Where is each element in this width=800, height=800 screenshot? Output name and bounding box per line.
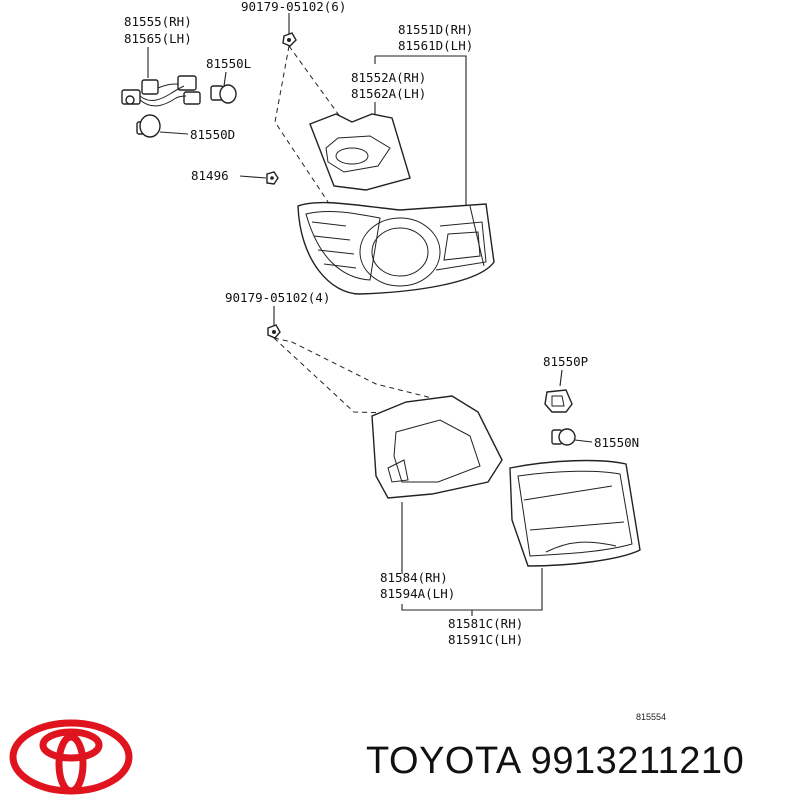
toyota-logo-icon <box>9 719 133 795</box>
label-lamp-inner-rh: 81581C(RH) <box>448 616 523 631</box>
outer-lamp-icon <box>297 201 495 295</box>
label-lamp-inner-lh: 81591C(LH) <box>448 632 523 647</box>
figure-code: 815554 <box>636 712 666 722</box>
label-screw-top: 90179-05102(6) <box>241 0 346 14</box>
bulb-l-icon <box>210 84 237 104</box>
label-gasket-outer-rh: 81552A(RH) <box>351 70 426 85</box>
inner-lamp-icon <box>509 459 641 567</box>
inner-gasket-icon <box>371 395 503 499</box>
bulb-d-icon <box>136 114 161 138</box>
label-lamp-outer-rh: 81551D(RH) <box>398 22 473 37</box>
label-socket-lh: 81565(LH) <box>124 31 192 46</box>
label-bulb-l: 81550L <box>206 56 251 71</box>
label-gasket-outer-lh: 81562A(LH) <box>351 86 426 101</box>
screw-top-icon <box>282 32 297 47</box>
brand-part-number: TOYOTA 9913211210 <box>366 740 745 782</box>
nut-icon <box>266 171 279 185</box>
label-nut: 81496 <box>191 168 229 183</box>
toyota-logo-rings <box>9 719 133 795</box>
label-socket-rh: 81555(RH) <box>124 14 192 29</box>
label-bulb-n: 81550N <box>594 435 639 450</box>
bulb-p-icon <box>544 389 573 413</box>
screw-mid-icon <box>267 324 281 339</box>
bulb-n-icon <box>551 428 576 446</box>
label-bulb-p: 81550P <box>543 354 588 369</box>
label-gasket-inner-rh: 81584(RH) <box>380 570 448 585</box>
label-gasket-inner-lh: 81594A(LH) <box>380 586 455 601</box>
label-screw-mid: 90179-05102(4) <box>225 290 330 305</box>
label-bulb-d: 81550D <box>190 127 235 142</box>
label-lamp-outer-lh: 81561D(LH) <box>398 38 473 53</box>
outer-gasket-icon <box>309 113 411 191</box>
socket-wire-harness-icon <box>121 75 201 107</box>
